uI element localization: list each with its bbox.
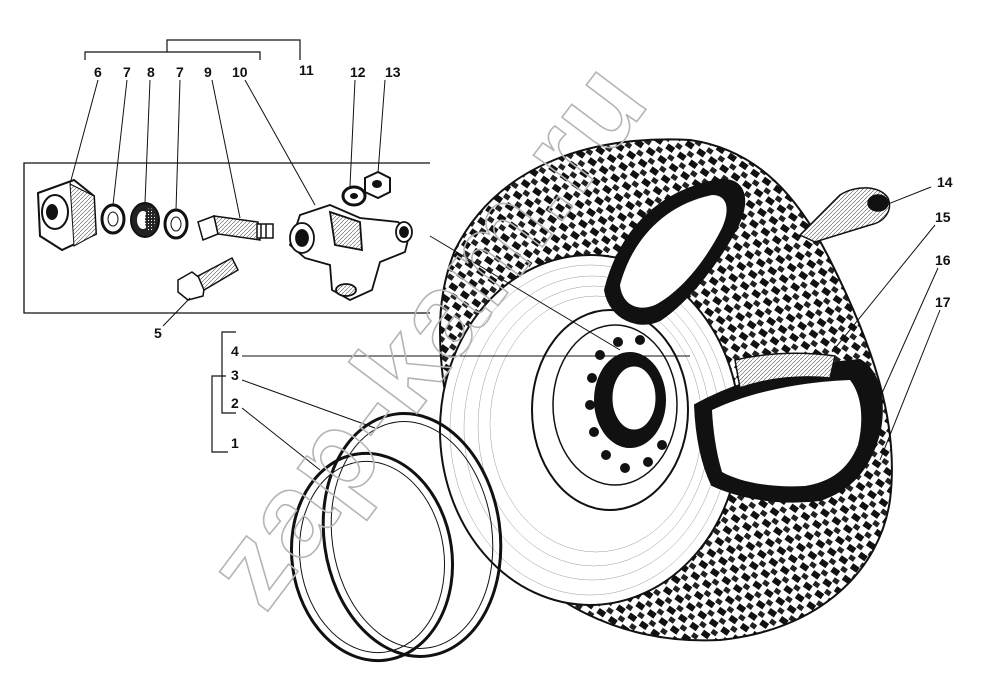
callout-1: 1 (231, 435, 239, 451)
bolt-part-5 (177, 256, 239, 301)
callout-15: 15 (935, 209, 951, 225)
callout-16: 16 (935, 252, 951, 268)
split-ring-part-2 (289, 451, 455, 663)
washer-part-7b (163, 208, 189, 240)
callout-7a: 7 (123, 64, 131, 80)
callout-4: 4 (231, 343, 239, 359)
group-bracket-11 (84, 39, 301, 60)
callout-2: 2 (231, 395, 239, 411)
seal-part-8 (130, 202, 160, 238)
nut-part-13 (364, 170, 391, 200)
group-bracket-1-4 (211, 331, 236, 453)
callout-8: 8 (147, 64, 155, 80)
valve-parts-panel (23, 162, 430, 314)
callout-7b: 7 (176, 64, 184, 80)
callout-11: 11 (299, 62, 314, 78)
callout-13: 13 (385, 64, 401, 80)
callout-17: 17 (935, 294, 951, 310)
washer-part-7a (100, 203, 126, 235)
large-nut-part-6 (36, 178, 98, 252)
washer-part-12 (341, 185, 367, 207)
lock-ring-part-3 (321, 412, 503, 658)
callout-12: 12 (350, 64, 366, 80)
callout-6: 6 (94, 64, 102, 80)
callout-10: 10 (232, 64, 248, 80)
callout-14: 14 (937, 174, 953, 190)
callout-5: 5 (154, 325, 162, 341)
valve-stem-part-9 (197, 214, 274, 242)
tire-assembly (438, 138, 893, 642)
callout-3: 3 (231, 367, 239, 383)
callout-9: 9 (204, 64, 212, 80)
leader-lines (69, 79, 941, 471)
valve-body-part-10 (288, 204, 413, 302)
valve-cap-part-14 (798, 187, 891, 243)
